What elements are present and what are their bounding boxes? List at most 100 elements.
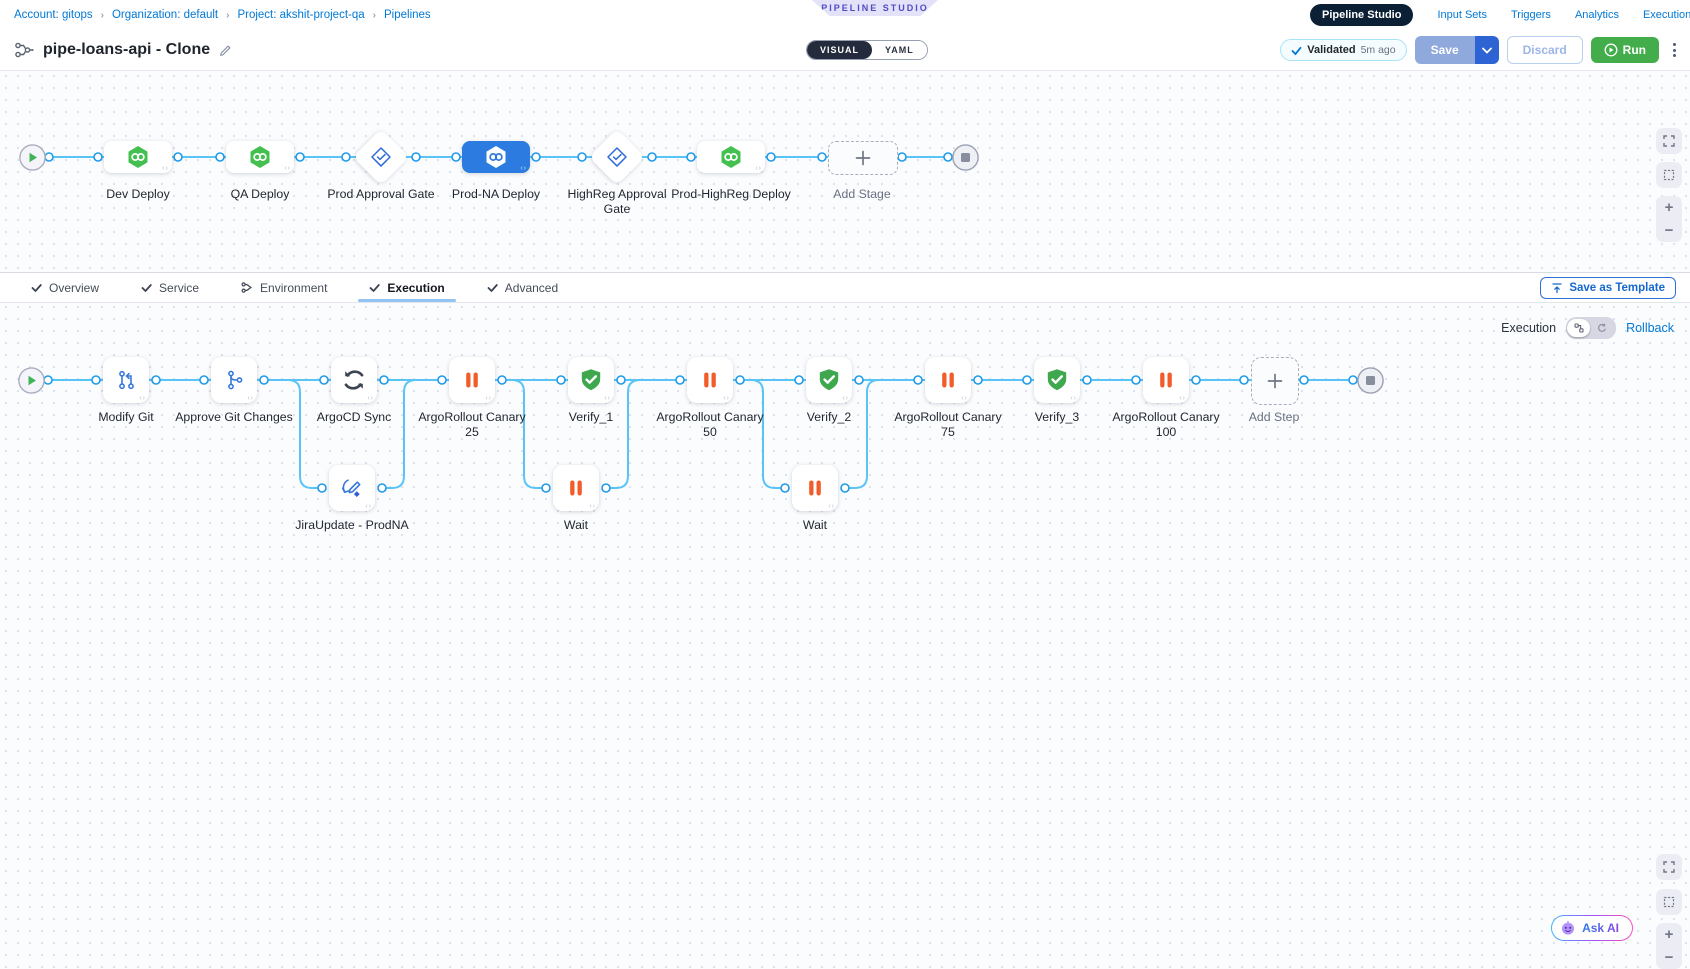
toggle-yaml[interactable]: YAML	[872, 41, 927, 59]
stage-node-end[interactable]	[951, 143, 979, 176]
execution-canvas[interactable]: Execution Rollback + − Ask AI ‹›Modify G…	[0, 301, 1690, 969]
node-port[interactable]	[854, 375, 864, 385]
node-port[interactable]	[379, 375, 389, 385]
node-port[interactable]	[794, 375, 804, 385]
node-port[interactable]	[601, 483, 611, 493]
execution-rollback-toggle[interactable]	[1566, 317, 1617, 339]
stage-node-prod-approval-gate[interactable]	[352, 128, 410, 186]
node-port[interactable]	[199, 375, 209, 385]
node-port[interactable]	[817, 152, 827, 162]
node-port[interactable]	[1299, 375, 1309, 385]
stage-node-prod-na-deploy[interactable]: ‹›	[462, 141, 530, 173]
step-node-verify-3[interactable]: ‹›	[1034, 357, 1080, 403]
step-node-argorollout-canary-100[interactable]: ‹›	[1143, 357, 1189, 403]
stage-node-qa-deploy[interactable]: ‹›	[226, 141, 294, 173]
tab-overview[interactable]: Overview	[10, 273, 120, 302]
rollback-mode-icon[interactable]	[1590, 319, 1613, 337]
node-port[interactable]	[377, 483, 387, 493]
node-port[interactable]	[411, 152, 421, 162]
node-port[interactable]	[647, 152, 657, 162]
nav-input-sets[interactable]: Input Sets	[1437, 9, 1487, 21]
node-port[interactable]	[913, 375, 923, 385]
node-port[interactable]	[840, 483, 850, 493]
node-port[interactable]	[780, 483, 790, 493]
node-port[interactable]	[973, 375, 983, 385]
step-node-argorollout-canary-75[interactable]: ‹›	[925, 357, 971, 403]
node-port[interactable]	[1191, 375, 1201, 385]
stage-canvas-fullscreen-icon[interactable]	[1656, 128, 1682, 154]
node-port[interactable]	[44, 152, 54, 162]
step-node-argocd-sync[interactable]: ‹›	[331, 357, 377, 403]
node-port[interactable]	[531, 152, 541, 162]
node-port[interactable]	[341, 152, 351, 162]
ask-ai-button[interactable]: Ask AI	[1551, 915, 1633, 941]
step-node-approve-git-changes[interactable]: ‹›	[211, 357, 257, 403]
step-node-end[interactable]	[1356, 366, 1384, 399]
zoom-in-icon[interactable]: +	[1664, 926, 1674, 943]
step-node-wait-1[interactable]: ‹›	[553, 465, 599, 511]
breadcrumb-account[interactable]: Account: gitops	[14, 9, 93, 21]
stage-node-prod-highreg-deploy[interactable]: ‹›	[697, 141, 765, 173]
discard-button[interactable]: Discard	[1506, 36, 1583, 64]
node-port[interactable]	[616, 375, 626, 385]
nav-pipeline-studio[interactable]: Pipeline Studio	[1310, 4, 1414, 26]
validated-badge[interactable]: Validated 5m ago	[1280, 39, 1407, 61]
save-button[interactable]: Save	[1414, 36, 1475, 64]
stage-node-dev-deploy[interactable]: ‹›	[104, 141, 172, 173]
node-port[interactable]	[577, 152, 587, 162]
node-port[interactable]	[295, 152, 305, 162]
step-node-start[interactable]	[17, 366, 45, 399]
node-port[interactable]	[897, 152, 907, 162]
more-options-kebab-icon[interactable]	[1667, 39, 1682, 61]
node-port[interactable]	[93, 152, 103, 162]
breadcrumb-organization[interactable]: Organization: default	[111, 9, 219, 21]
node-port[interactable]	[675, 375, 685, 385]
node-port[interactable]	[259, 375, 269, 385]
node-port[interactable]	[317, 483, 327, 493]
tab-service[interactable]: Service	[120, 273, 220, 302]
step-node-argorollout-canary-25[interactable]: ‹›	[449, 357, 495, 403]
breadcrumb-pipelines[interactable]: Pipelines	[384, 9, 431, 21]
step-node-add-step[interactable]	[1251, 357, 1299, 405]
node-port[interactable]	[1131, 375, 1141, 385]
node-port[interactable]	[1082, 375, 1092, 385]
zoom-out-icon[interactable]: −	[1664, 949, 1674, 966]
breadcrumb-project[interactable]: Project: akshit-project-qa	[237, 9, 365, 21]
node-port[interactable]	[437, 375, 447, 385]
zoom-out-icon[interactable]: −	[1664, 222, 1674, 239]
save-options-caret[interactable]	[1474, 36, 1499, 64]
node-port[interactable]	[541, 483, 551, 493]
tab-advanced[interactable]: Advanced	[466, 273, 579, 302]
zoom-in-icon[interactable]: +	[1664, 199, 1674, 216]
step-node-verify-1[interactable]: ‹›	[568, 357, 614, 403]
tab-environment[interactable]: Environment	[220, 273, 348, 302]
node-port[interactable]	[215, 152, 225, 162]
nav-execution-history[interactable]: Execution History	[1642, 9, 1690, 21]
stage-node-add-stage[interactable]	[828, 141, 898, 175]
tab-execution[interactable]: Execution	[348, 273, 465, 302]
stage-canvas-fit-view-icon[interactable]	[1656, 162, 1682, 188]
step-node-modify-git[interactable]: ‹›	[103, 357, 149, 403]
nav-analytics[interactable]: Analytics	[1574, 9, 1619, 21]
save-as-template-button[interactable]: Save as Template	[1540, 276, 1676, 299]
exec-canvas-fit-view-icon[interactable]	[1656, 889, 1682, 915]
rollback-link[interactable]: Rollback	[1626, 321, 1674, 335]
node-port[interactable]	[451, 152, 461, 162]
step-node-wait-2[interactable]: ‹›	[792, 465, 838, 511]
node-port[interactable]	[1239, 375, 1249, 385]
exec-canvas-fullscreen-icon[interactable]	[1656, 854, 1682, 880]
node-port[interactable]	[151, 375, 161, 385]
node-port[interactable]	[173, 152, 183, 162]
node-port[interactable]	[319, 375, 329, 385]
node-port[interactable]	[686, 152, 696, 162]
toggle-visual[interactable]: VISUAL	[807, 41, 873, 59]
execution-mode-icon[interactable]	[1567, 319, 1591, 337]
node-port[interactable]	[1022, 375, 1032, 385]
step-node-jira-update-prodna[interactable]: ‹›	[329, 465, 375, 511]
run-button[interactable]: Run	[1590, 37, 1659, 63]
node-port[interactable]	[556, 375, 566, 385]
edit-title-icon[interactable]	[219, 43, 233, 57]
node-port[interactable]	[91, 375, 101, 385]
step-node-argorollout-canary-50[interactable]: ‹›	[687, 357, 733, 403]
